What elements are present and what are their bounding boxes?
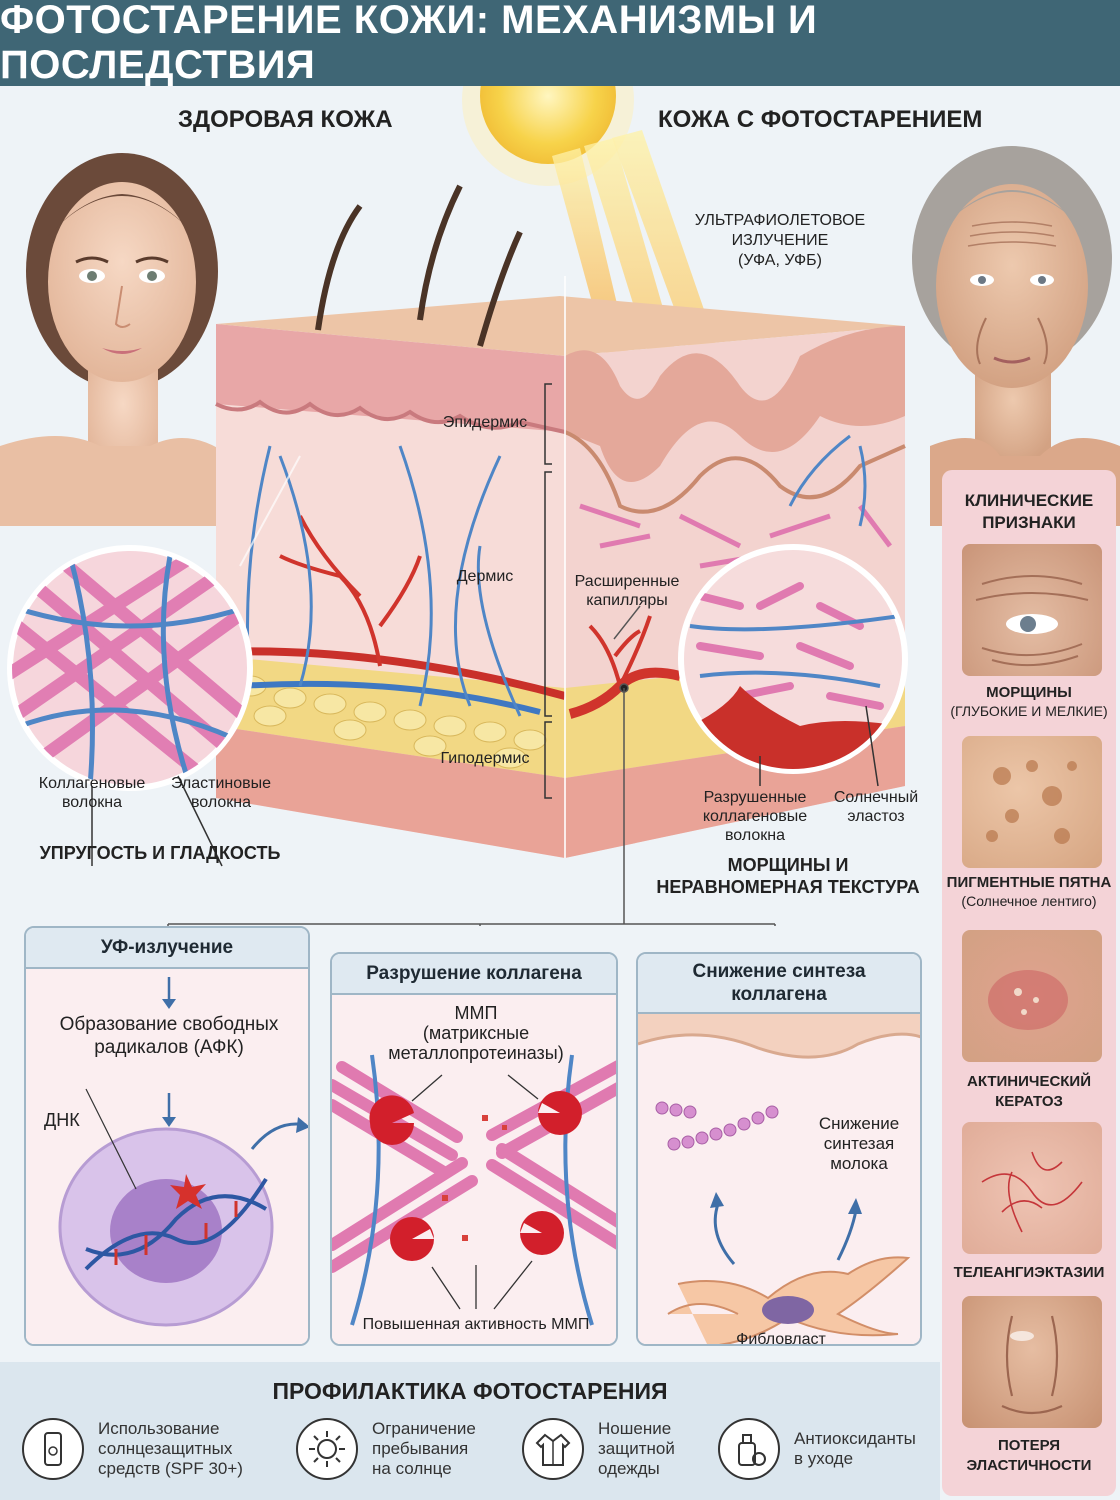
- elasticity-loss-thumbnail: [962, 1296, 1102, 1428]
- connector-lines: [167, 605, 776, 926]
- mmp-enzyme-icon: [369, 1091, 582, 1261]
- prevention-title: ПРОФИЛАКТИКА ФОТОСТАРЕНИЯ: [272, 1378, 668, 1404]
- clinical-title: КЛИНИЧЕСКИЕ ПРИЗНАКИ: [964, 491, 1094, 532]
- main-illustration: [0, 86, 1120, 926]
- title-bar: ФОТОСТАРЕНИЕ КОЖИ: МЕХАНИЗМЫ И ПОСЛЕДСТВ…: [0, 0, 1120, 87]
- elasticity-loss-label: ПОТЕРЯ ЭЛАСТИЧНОСТИ: [966, 1437, 1092, 1474]
- elasticity-caption: УПРУГОСТЬ И ГЛАДКОСТЬ: [39, 843, 281, 863]
- actinic-keratosis-thumbnail: [962, 930, 1102, 1062]
- fibroblast-drawing: [638, 1014, 920, 1344]
- prevention-item-antioxidants: Антиоксиданты в уходе: [718, 1418, 916, 1480]
- panel-title: Разрушение коллагена: [332, 954, 616, 995]
- destroyed-collagen-label: Разрушенные коллагеновые волокна: [702, 789, 808, 844]
- dna-label: ДНК: [44, 1110, 80, 1130]
- collagen-synthesis-panel: Снижение синтеза коллагена Снижение синт…: [636, 952, 922, 1346]
- prevention-item-sun-limit: Ограничение пребывания на солнце: [296, 1418, 476, 1480]
- sunscreen-icon: [22, 1418, 84, 1480]
- telangiectasia-label: ТЕЛЕАНГИЭКТАЗИИ: [953, 1264, 1105, 1281]
- mmp-label: ММП (матриксные металлопротеиназы): [388, 1003, 564, 1063]
- panel-title: Снижение синтеза коллагена: [638, 954, 920, 1014]
- collagen-fibers-label: Коллагеновые волокна: [38, 775, 146, 811]
- prevention-item-sunscreen: Использование солнцезащитных средств (SP…: [22, 1418, 243, 1480]
- elastin-fibers-label: Эластиновые волокна: [170, 775, 272, 811]
- hypodermis-label: Гиподермис: [440, 750, 530, 767]
- prevention-section: ПРОФИЛАКТИКА ФОТОСТАРЕНИЯ Использование …: [0, 1362, 940, 1500]
- dilated-capillaries-label: Расширенные капилляры: [574, 573, 680, 609]
- pigment-spots-thumbnail: [962, 736, 1102, 868]
- dermis-label: Дермис: [456, 568, 514, 585]
- wrinkles-label: МОРЩИНЫ (ГЛУБОКИЕ И МЕЛКИЕ): [950, 684, 1108, 719]
- uv-label: УЛЬТРАФИОЛЕТОВОЕ ИЗЛУЧЕНИЕ (УФА, УФБ): [694, 212, 866, 269]
- fibroblast-label: Фибловласт: [736, 1331, 826, 1346]
- telangiectasia-thumbnail: [962, 1122, 1102, 1254]
- sun-icon: [296, 1418, 358, 1480]
- mmp-activity-label: Повышенная активность ММП: [362, 1316, 590, 1333]
- clothing-icon: [522, 1418, 584, 1480]
- actinic-keratosis-label: АКТИНИЧЕСКИЙ КЕРАТОЗ: [966, 1073, 1091, 1110]
- solar-elastosis-label: Солнечный эластоз: [833, 789, 919, 825]
- clinical-signs-sidebar: КЛИНИЧЕСКИЕ ПРИЗНАКИ МОРЩИНЫ (ГЛУБОКИЕ И…: [942, 470, 1116, 1496]
- collagen-destruction-panel: Разрушение коллагена: [330, 952, 618, 1346]
- wrinkles-thumbnail: [962, 544, 1102, 676]
- healthy-face: [0, 153, 230, 526]
- reduced-synthesis-label: Снижение синтезая молока: [818, 1114, 900, 1173]
- epidermis-label: Эпидермис: [442, 414, 528, 431]
- aged-skin-header: КОЖА С ФОТОСТАРЕНИЕМ: [658, 106, 983, 133]
- uv-radiation-panel: УФ-излучение Образование свободных радик…: [24, 926, 310, 1346]
- free-radicals-label: Образование свободных радикалов (АФК): [59, 1014, 279, 1058]
- page-title: ФОТОСТАРЕНИЕ КОЖИ: МЕХАНИЗМЫ И ПОСЛЕДСТВ…: [0, 0, 818, 87]
- aged-face: [912, 146, 1120, 526]
- antioxidant-icon: [718, 1418, 780, 1480]
- mmp-drawing: [332, 1054, 616, 1326]
- pigment-spots-label: ПИГМЕНТНЫЕ ПЯТНА (Солнечное лентиго): [946, 874, 1112, 909]
- wrinkles-caption: МОРЩИНЫ И НЕРАВНОМЕРНАЯ ТЕКСТУРА: [656, 855, 920, 897]
- prevention-item-clothing: Ношение защитной одежды: [522, 1418, 675, 1480]
- healthy-skin-header: ЗДОРОВАЯ КОЖА: [178, 106, 393, 133]
- uv-mechanism-drawing: [58, 977, 308, 1327]
- panel-title: УФ-излучение: [26, 928, 308, 969]
